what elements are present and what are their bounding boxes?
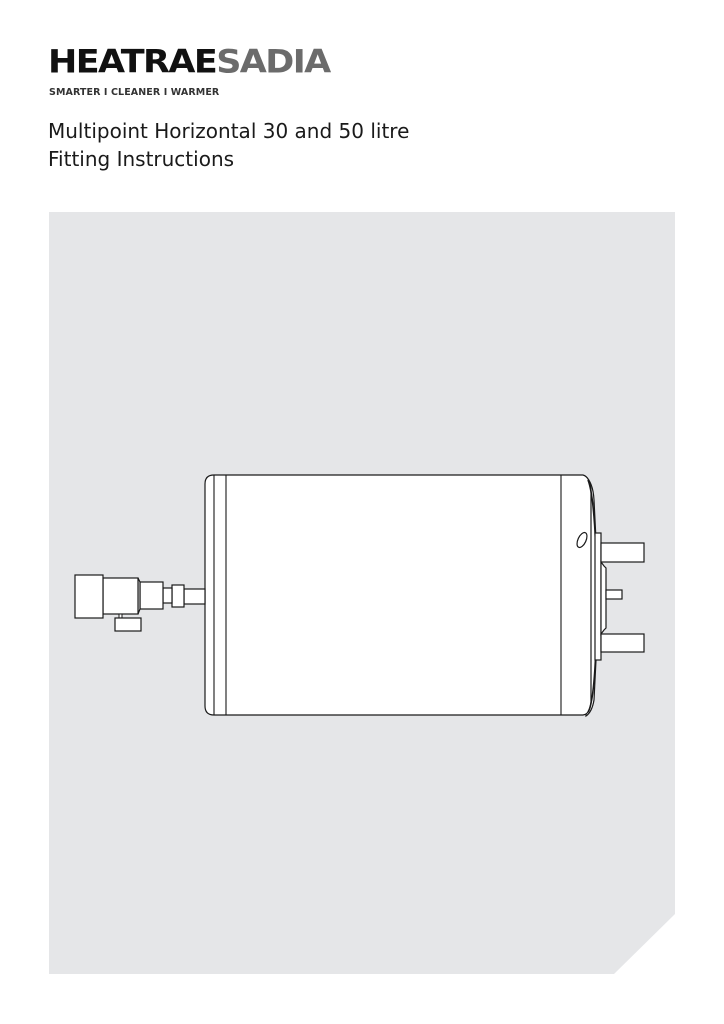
brand-name-heatrae: HEATRAE bbox=[48, 44, 218, 81]
cover-panel bbox=[49, 212, 675, 974]
title-line-subtitle: Fitting Instructions bbox=[48, 147, 235, 171]
document-title: Multipoint Horizontal 30 and 50 litre Fi… bbox=[48, 117, 409, 173]
panel-background bbox=[49, 212, 675, 974]
brand-logo: HEATRAESADIA bbox=[48, 44, 331, 82]
brand-name-sadia: SADIA bbox=[216, 44, 331, 81]
brand-tagline: SMARTER I CLEANER I WARMER bbox=[49, 87, 220, 98]
title-line-product: Multipoint Horizontal 30 and 50 litre bbox=[48, 119, 410, 143]
